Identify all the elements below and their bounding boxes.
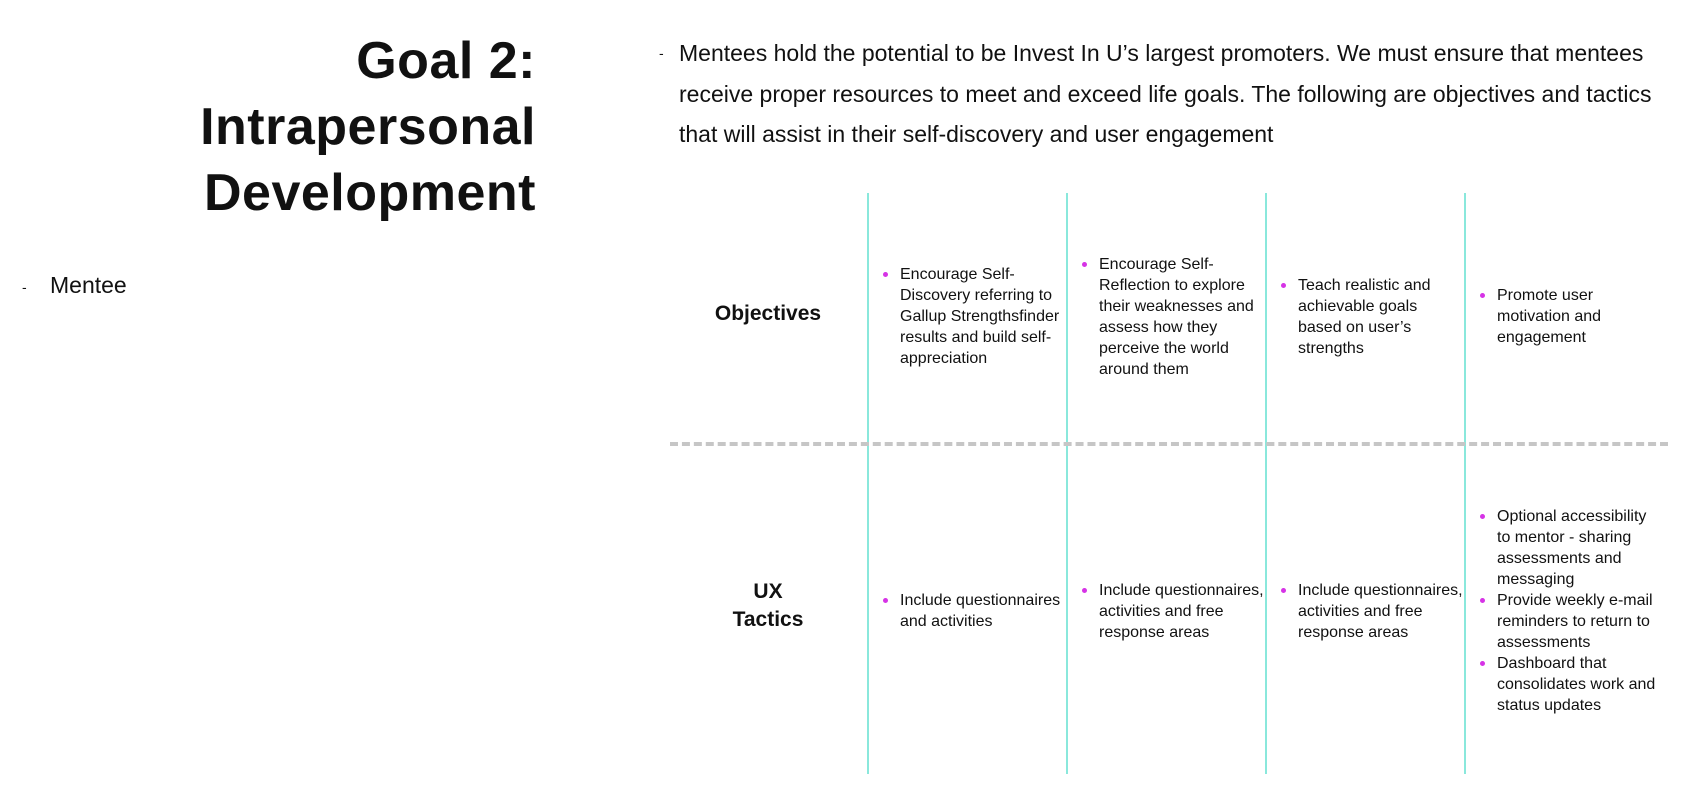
list-item: Include questionnaires, activities and f…: [1278, 580, 1464, 643]
objective-cell: Encourage Self-Discovery referring to Ga…: [880, 193, 1066, 440]
list-item: Dashboard that consolidates work and sta…: [1477, 653, 1663, 716]
list-item: Promote user motivation and engagement: [1477, 285, 1663, 348]
dash-marker: -: [659, 45, 664, 61]
list-item: Include questionnaires and activities: [880, 590, 1066, 632]
objective-cell: Encourage Self-Reflection to explore the…: [1079, 193, 1265, 440]
bullet-list: Include questionnaires, activities and f…: [1079, 580, 1265, 643]
bullet-list: Optional accessibility to mentor - shari…: [1477, 506, 1663, 716]
page-title-line-1: Goal 2: Intrapersonal: [200, 32, 536, 156]
column-divider: [1265, 193, 1267, 774]
tactic-cell: Include questionnaires, activities and f…: [1079, 448, 1265, 774]
intro-paragraph: - Mentees hold the potential to be Inves…: [659, 33, 1669, 155]
bullet-list: Include questionnaires, activities and f…: [1278, 580, 1464, 643]
bullet-list: Encourage Self-Discovery referring to Ga…: [880, 264, 1066, 369]
tactic-cell: Include questionnaires and activities: [880, 448, 1066, 774]
row-label-ux-tactics: UX Tactics: [668, 578, 868, 634]
row-label-ux-line-2: Tactics: [732, 608, 804, 631]
row-divider: [670, 442, 1668, 446]
list-item: Include questionnaires, activities and f…: [1079, 580, 1265, 643]
list-item: Encourage Self-Discovery referring to Ga…: [880, 264, 1066, 369]
column-divider: [867, 193, 869, 774]
objective-cell: Promote user motivation and engagement: [1477, 193, 1663, 440]
page-title-line-2: Development: [203, 164, 536, 222]
list-item: Encourage Self-Reflection to explore the…: [1079, 254, 1265, 380]
bullet-list: Teach realistic and achievable goals bas…: [1278, 275, 1464, 359]
tactic-cell: Include questionnaires, activities and f…: [1278, 448, 1464, 774]
list-item: Teach realistic and achievable goals bas…: [1278, 275, 1464, 359]
audience-bullet: - Mentee: [22, 270, 127, 302]
column-divider: [1464, 193, 1466, 774]
objective-cell: Teach realistic and achievable goals bas…: [1278, 193, 1464, 440]
list-item: Optional accessibility to mentor - shari…: [1477, 506, 1663, 590]
bullet-list: Include questionnaires and activities: [880, 590, 1066, 632]
tactic-cell: Optional accessibility to mentor - shari…: [1477, 448, 1663, 774]
bullet-list: Promote user motivation and engagement: [1477, 285, 1663, 348]
audience-label: Mentee: [50, 272, 127, 298]
intro-text: Mentees hold the potential to be Invest …: [679, 40, 1652, 147]
bullet-list: Encourage Self-Reflection to explore the…: [1079, 254, 1265, 380]
row-label-objectives: Objectives: [714, 302, 822, 325]
column-divider: [1066, 193, 1068, 774]
list-item: Provide weekly e-mail reminders to retur…: [1477, 590, 1663, 653]
row-label-ux-line-1: UX: [753, 580, 783, 603]
page-title: Goal 2: Intrapersonal Development: [16, 28, 536, 226]
dash-marker: -: [22, 278, 27, 295]
